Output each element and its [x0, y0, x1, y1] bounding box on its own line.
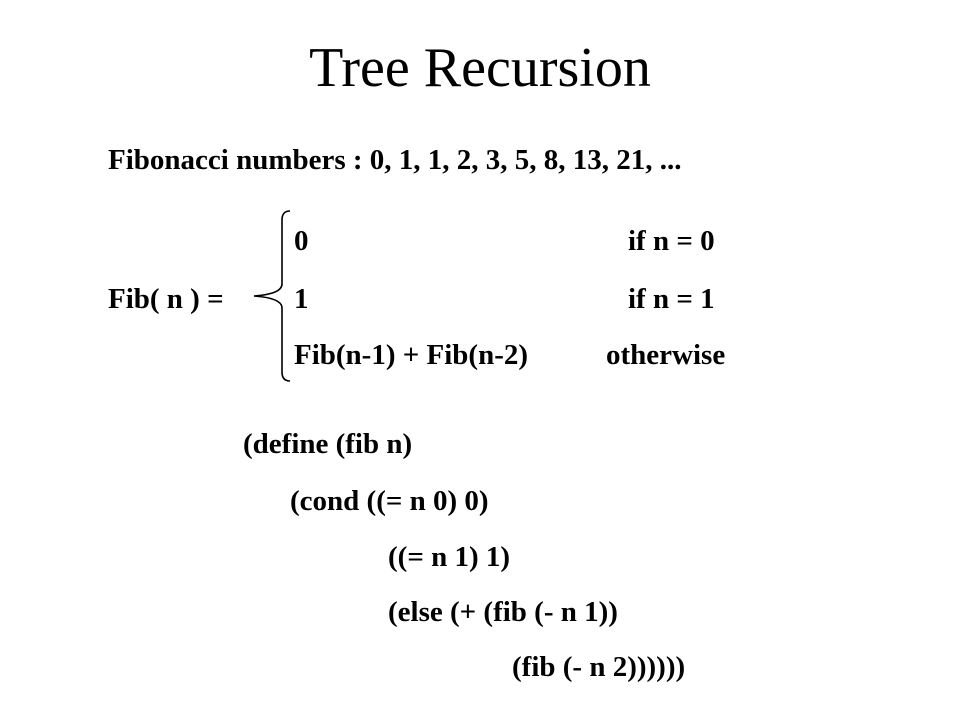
case-value-0: 0 — [294, 225, 309, 257]
fibonacci-sequence-line: Fibonacci numbers : 0, 1, 1, 2, 3, 5, 8,… — [108, 144, 682, 176]
case-value-1: 1 — [294, 283, 309, 315]
code-line: (cond ((= n 0) 0) — [290, 485, 489, 517]
left-brace — [253, 210, 291, 382]
definition-lhs: Fib( n ) = — [108, 283, 224, 315]
code-line: (else (+ (fib (- n 1)) — [388, 596, 618, 628]
case-value-2: Fib(n-1) + Fib(n-2) — [294, 339, 529, 371]
case-condition-1: if n = 1 — [628, 283, 715, 315]
code-line: (define (fib n) — [243, 428, 413, 460]
case-condition-2: otherwise — [606, 339, 726, 371]
case-condition-0: if n = 0 — [628, 225, 715, 257]
code-line: ((= n 1) 1) — [388, 541, 511, 573]
code-line: (fib (- n 2)))))) — [512, 651, 686, 683]
slide-title: Tree Recursion — [309, 37, 651, 99]
